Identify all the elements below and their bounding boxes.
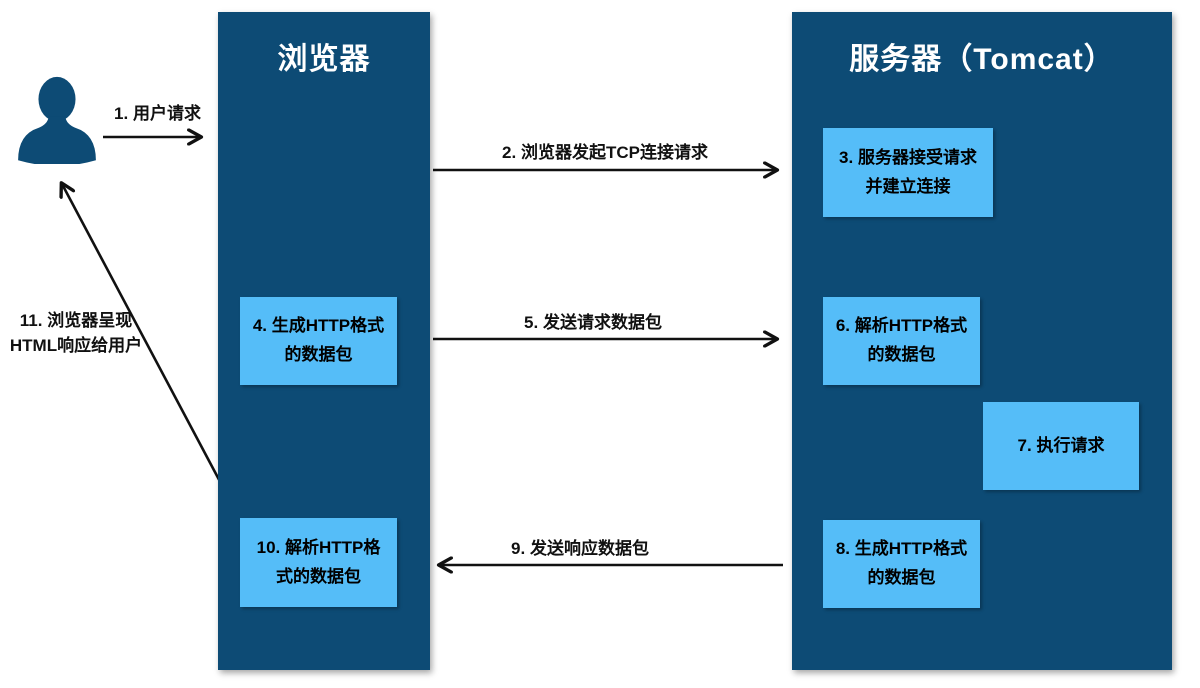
step-box-6-label: 6. 解析HTTP格式的数据包	[835, 316, 968, 364]
arrow-label-5: 5. 发送请求数据包	[524, 313, 662, 332]
step-box-8: 8. 生成HTTP格式的数据包	[823, 520, 980, 608]
step-box-3: 3. 服务器接受请求并建立连接	[823, 128, 993, 217]
step-box-3-label: 3. 服务器接受请求并建立连接	[839, 147, 977, 196]
person-icon	[18, 76, 96, 164]
arrow-label-11: 11. 浏览器呈现HTML响应给用户	[9, 311, 143, 355]
arrow-label-2: 2. 浏览器发起TCP连接请求	[502, 143, 708, 162]
step-box-10: 10. 解析HTTP格式的数据包	[240, 518, 397, 607]
step-box-6: 6. 解析HTTP格式的数据包	[823, 297, 980, 385]
arrow-label-9: 9. 发送响应数据包	[511, 539, 649, 558]
arrow-render-to-user	[62, 184, 235, 507]
step-box-7-label: 7. 执行请求	[1017, 435, 1105, 455]
arrow-label-1: 1. 用户请求	[114, 104, 201, 123]
server-title: 服务器（Tomcat）	[849, 43, 1115, 76]
step-box-10-label: 10. 解析HTTP格式的数据包	[256, 537, 381, 586]
step-box-4: 4. 生成HTTP格式的数据包	[240, 297, 397, 385]
step-box-7: 7. 执行请求	[983, 402, 1139, 490]
browser-title: 浏览器	[277, 43, 371, 76]
step-box-8-label: 8. 生成HTTP格式的数据包	[835, 539, 968, 587]
step-box-4-label: 4. 生成HTTP格式的数据包	[252, 316, 385, 364]
